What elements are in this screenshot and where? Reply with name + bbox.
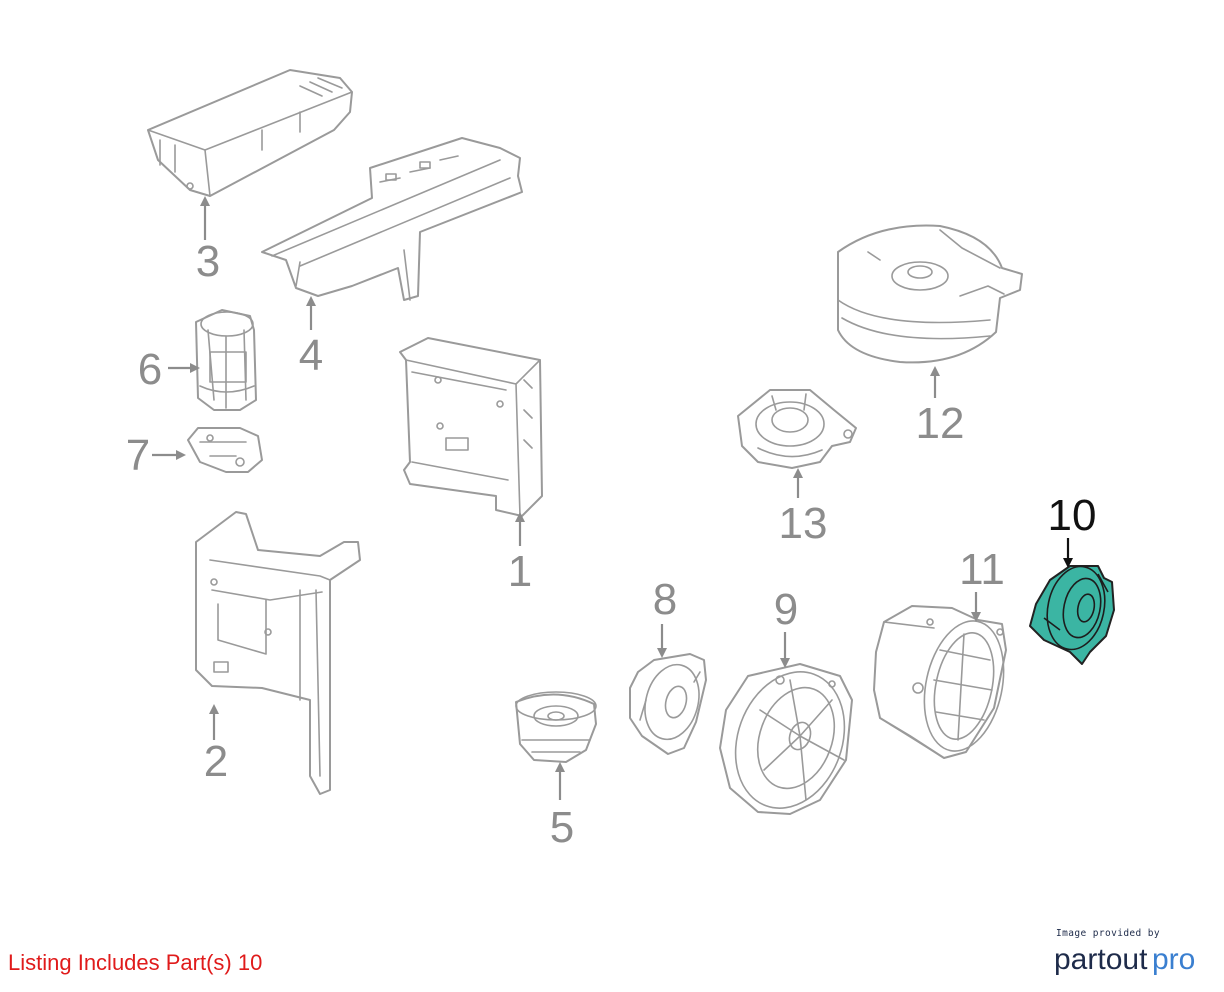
part-7-drawing[interactable] xyxy=(187,427,263,473)
label-4: 4 xyxy=(299,331,323,380)
part-11-drawing[interactable] xyxy=(873,605,1015,759)
listing-includes-text: Listing Includes Part(s) 10 xyxy=(8,950,263,975)
label-12: 12 xyxy=(916,399,965,448)
part-6-drawing[interactable] xyxy=(195,309,257,411)
label-6: 6 xyxy=(138,345,162,394)
label-8: 8 xyxy=(653,575,677,624)
label-1: 1 xyxy=(508,547,532,596)
label-7: 7 xyxy=(126,431,150,480)
part-13-drawing[interactable] xyxy=(737,389,857,469)
part-4-drawing[interactable] xyxy=(261,137,523,301)
part-9-drawing[interactable] xyxy=(717,656,863,823)
part-2-drawing[interactable] xyxy=(195,511,361,795)
part-10-drawing[interactable] xyxy=(1029,561,1115,665)
partoutpro-logo: partout pro xyxy=(1054,943,1195,976)
label-10: 10 xyxy=(1048,491,1097,540)
logo-brand-part2: pro xyxy=(1152,943,1195,976)
label-2: 2 xyxy=(204,737,228,786)
label-5: 5 xyxy=(550,803,574,852)
part-5-drawing[interactable] xyxy=(515,691,597,763)
label-3: 3 xyxy=(196,237,220,286)
part-1-drawing[interactable] xyxy=(399,337,543,517)
part-8-drawing[interactable] xyxy=(629,653,707,755)
credit-caption: Image provided by xyxy=(1056,928,1161,939)
image-credit: Image provided by partout pro xyxy=(1052,928,1212,979)
logo-brand-part1: partout xyxy=(1054,943,1148,976)
label-13: 13 xyxy=(779,499,828,548)
part-12-drawing[interactable] xyxy=(837,224,1023,364)
label-9: 9 xyxy=(774,585,798,634)
label-11: 11 xyxy=(959,545,1005,594)
part-3-drawing[interactable] xyxy=(147,69,353,197)
